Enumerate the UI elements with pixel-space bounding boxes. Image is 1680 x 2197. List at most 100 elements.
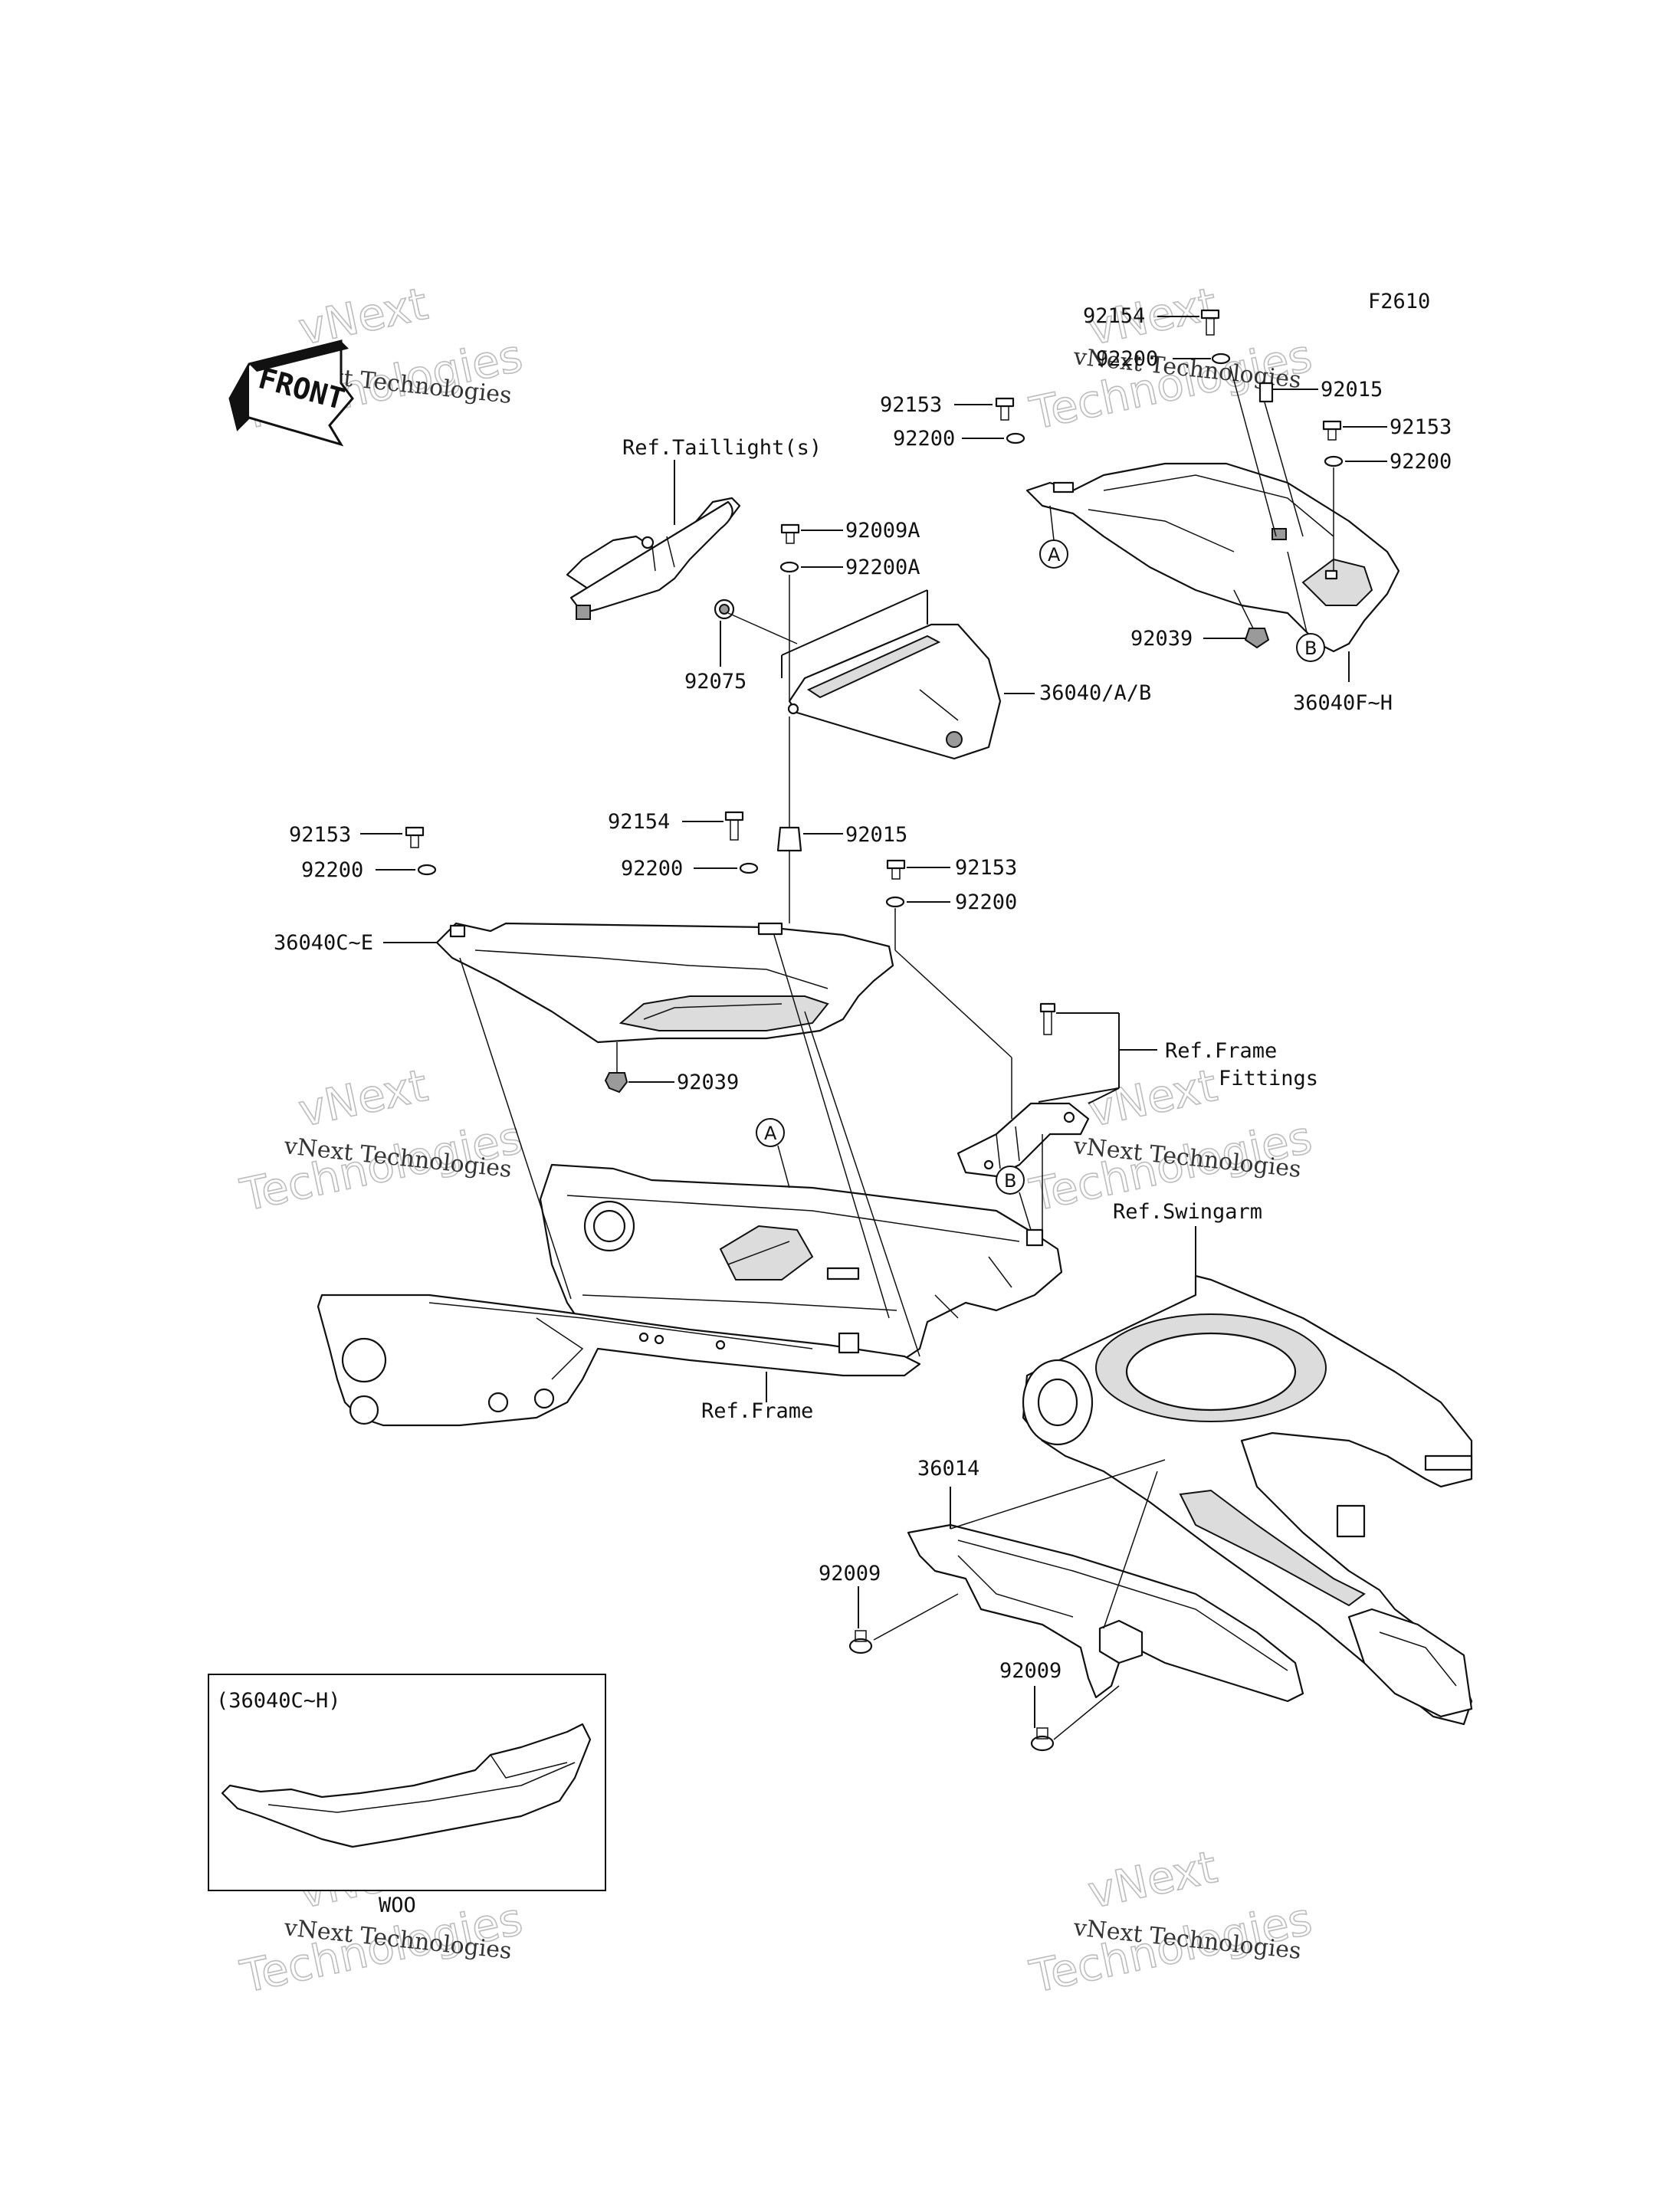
marker-a-mid xyxy=(756,1118,785,1147)
swingarm-part xyxy=(1022,1274,1473,1726)
callout-92200a: 92200A xyxy=(845,556,920,579)
leader-line xyxy=(1088,1087,1120,1104)
chain-guard-part xyxy=(907,1523,1304,1703)
callout-36040ab: 36040/A/B xyxy=(1039,681,1151,705)
callout-ref-swingarm: Ref.Swingarm xyxy=(1113,1200,1262,1224)
seat-cover-right-part xyxy=(1025,462,1400,653)
callout-36014: 36014 xyxy=(917,1457,979,1481)
watermark-mid-left: vNext Technologies vNext Technologies xyxy=(235,1058,527,1222)
callout-ref-taillight: Ref.Taillight(s) xyxy=(622,436,822,460)
washer-92200-icon xyxy=(1324,455,1344,467)
leader-line xyxy=(1103,1471,1158,1629)
callout-92153-r2: 92153 xyxy=(955,856,1017,880)
watermark-bottom-right: vNext Technologies vNext Technologies xyxy=(1025,1840,1317,2004)
callout-ref-frame-fittings-2: Fittings xyxy=(1219,1067,1318,1090)
leader-line xyxy=(1019,1192,1032,1231)
leader-line xyxy=(1049,505,1055,541)
leader-line xyxy=(781,589,928,656)
callout-92075: 92075 xyxy=(684,670,746,694)
washer-92200-icon xyxy=(417,864,437,876)
seat-cover-center-part xyxy=(787,623,1002,760)
callout-92153-left: 92153 xyxy=(289,823,351,847)
leader-line xyxy=(1233,589,1254,629)
callout-92039-tr: 92039 xyxy=(1130,627,1193,651)
collar-92015-icon xyxy=(1258,382,1274,403)
bolt-icon xyxy=(1039,1002,1056,1035)
callout-ref-frame-fittings-1: Ref.Frame xyxy=(1165,1039,1277,1063)
leader-line xyxy=(950,1459,1166,1530)
inset-box: (36040C~H) WOO xyxy=(208,1674,606,1917)
callout-92200-tr: 92200 xyxy=(1390,450,1452,474)
callout-92009-a: 92009 xyxy=(819,1562,881,1585)
washer-92200a-icon xyxy=(779,561,799,573)
callout-92009a: 92009A xyxy=(845,519,920,543)
leader-line xyxy=(773,934,890,1319)
callout-92039-mid: 92039 xyxy=(677,1071,739,1094)
callout-92154-mid: 92154 xyxy=(608,810,670,834)
callout-92200-tl: 92200 xyxy=(893,427,955,451)
watermark-big-1: vNext xyxy=(1084,1841,1222,1919)
taillight-part xyxy=(566,497,741,620)
callout-ref-frame: Ref.Frame xyxy=(701,1399,813,1423)
marker-b-top xyxy=(1296,633,1325,662)
callout-92153-tr: 92153 xyxy=(1390,415,1452,439)
inset-note: WOO xyxy=(379,1894,416,1917)
bolt-92009-icon xyxy=(848,1630,873,1654)
leader-line xyxy=(777,1145,790,1189)
collar-92015-icon xyxy=(776,826,802,852)
leader-line xyxy=(894,949,1012,1058)
frame-fittings-part xyxy=(956,1102,1090,1178)
leader-line xyxy=(1287,551,1308,633)
washer-92200-icon xyxy=(1006,432,1025,444)
marker-b-top-label: B xyxy=(1304,638,1317,659)
callout-92154-top: 92154 xyxy=(1083,304,1145,328)
frame-rail-part xyxy=(317,1294,921,1427)
callout-92200-top: 92200 xyxy=(1096,347,1158,371)
marker-a-mid-label: A xyxy=(764,1123,777,1144)
callout-92200-mid: 92200 xyxy=(621,857,683,880)
screw-92154-icon xyxy=(1200,309,1220,336)
bolt-92009-icon xyxy=(1030,1727,1055,1752)
figure-code: F2610 xyxy=(1368,290,1430,313)
watermark-big-1: vNext xyxy=(294,277,432,356)
leader-line xyxy=(459,957,572,1300)
callout-36040fh: 36040F~H xyxy=(1293,691,1393,715)
callout-92009-b: 92009 xyxy=(999,1659,1061,1683)
leader-line xyxy=(1053,1685,1120,1740)
seat-cover-left-part xyxy=(435,922,894,1044)
leader-line xyxy=(804,1011,920,1357)
clip-92039-icon xyxy=(604,1072,628,1094)
washer-92200-icon xyxy=(885,896,905,908)
screw-92153-icon xyxy=(1322,420,1342,441)
washer-92200-icon xyxy=(1211,353,1231,365)
washer-92200-icon xyxy=(739,862,759,874)
screw-92154-icon xyxy=(724,811,744,841)
screw-92153-icon xyxy=(995,397,1015,421)
clip-92039-icon xyxy=(1244,628,1270,649)
screw-92153-icon xyxy=(405,826,425,848)
callout-92200-left: 92200 xyxy=(301,858,363,882)
screw-92009a-icon xyxy=(780,523,800,544)
callout-92200-r2: 92200 xyxy=(955,890,1017,914)
leader-line xyxy=(1038,1087,1120,1103)
leader-line xyxy=(873,1593,959,1641)
screw-92153-icon xyxy=(886,859,906,880)
leader-line xyxy=(727,612,798,644)
marker-b-mid-label: B xyxy=(1004,1170,1016,1192)
watermark-top-right: vNext Technologies vNext Technologies xyxy=(1025,277,1317,441)
leader-line xyxy=(1264,402,1304,537)
leader-line xyxy=(1229,366,1277,537)
watermark-big-1: vNext xyxy=(294,1059,432,1137)
front-arrow-icon: FRONT xyxy=(228,339,354,447)
marker-b-mid xyxy=(996,1166,1025,1195)
marker-a-top-label: A xyxy=(1048,544,1061,566)
callout-92153-tl: 92153 xyxy=(880,393,942,417)
marker-a-top xyxy=(1039,539,1068,569)
callout-92015-top: 92015 xyxy=(1321,378,1383,402)
watermark-big-1: vNext xyxy=(1084,1059,1222,1137)
callout-92015-mid: 92015 xyxy=(845,823,907,847)
rear-frame-part xyxy=(539,1163,1063,1366)
callout-36040ce: 36040C~E xyxy=(274,931,373,955)
inset-title: (36040C~H) xyxy=(216,1689,341,1713)
